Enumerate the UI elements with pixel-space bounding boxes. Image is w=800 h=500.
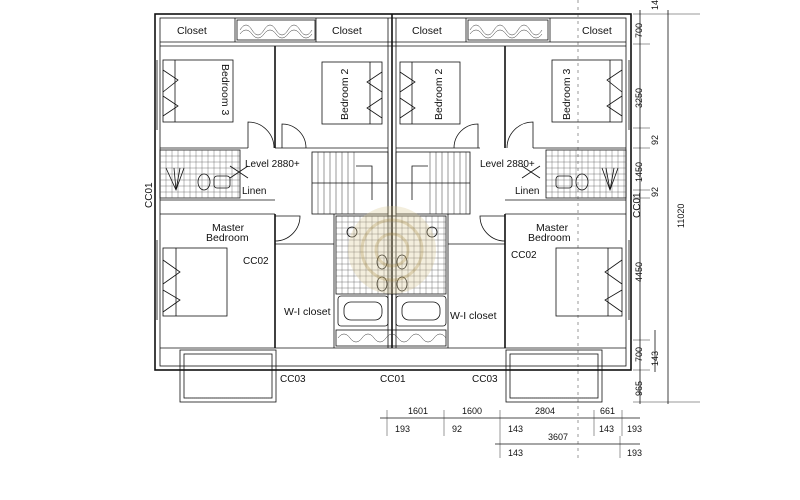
balcony [155,349,631,403]
cc03-marker-left: CC03 [280,374,306,385]
watermark-seal [348,206,436,294]
toilet-right [555,167,619,192]
dim-right-700-bottom: 700 [634,347,644,362]
door-swings [229,121,541,242]
dim-right-1450: 1450 [634,162,644,182]
wi-closet-label-left: W-I closet [284,306,331,318]
linen-label-left: Linen [242,186,266,197]
master-label-right-2: Bedroom [528,232,571,244]
master-label-left-2: Bedroom [206,232,249,244]
dim-right-92-a: 92 [650,135,660,145]
level-label-left: Level 2880+ [245,159,300,170]
stairs-left [311,151,389,215]
cc03-marker-right: CC03 [472,374,498,385]
dim-right-4450: 4450 [634,262,644,282]
wi-closet-label-right: W-I closet [450,310,497,322]
closet-label-2: Closet [332,25,362,37]
bed-bedroom2-left [321,61,383,125]
dim-bottom-sub-143-b: 143 [599,424,614,434]
toilet-left [165,167,231,192]
cc02-marker-left: CC02 [243,256,269,267]
dim-right-700-top: 700 [634,23,644,38]
bed-master-right [555,247,623,317]
bed-bedroom2-right [399,61,461,125]
bedroom2-label-left: Bedroom 2 [339,68,351,120]
dim-bottom-sub-193-b: 193 [627,424,642,434]
level-label-right: Level 2880+ [480,159,535,170]
dim-right-92-b: 92 [650,187,660,197]
dim-right-3250: 3250 [634,88,644,108]
dim-right-14: 14 [650,0,660,10]
planter-bottom-center [335,329,447,347]
toilets-center [346,226,438,292]
closet-label-3: Closet [412,25,442,37]
bedroom2-label-right: Bedroom 2 [433,68,445,120]
bathroom-left [159,149,241,199]
bathtub-right [395,295,447,327]
dim-bottom-sub-92: 92 [452,424,462,434]
linen-label-right: Linen [515,186,539,197]
master-label-left-1: Master [212,222,245,234]
cc01-marker-left: CC01 [144,182,155,208]
bed-bedroom3-left [162,59,234,123]
dim-right-11020: 11020 [676,204,686,228]
closet-label-4: Closet [582,25,612,37]
bedroom3-label-right: Bedroom 3 [561,68,573,120]
dim-bottom-row2-143: 143 [508,448,523,458]
planter-top-right [467,19,549,41]
room-labels: Closet Closet Closet Closet Bedroom 3 Be… [177,25,612,322]
stairs-right [395,151,471,215]
bathtub-left [337,295,389,327]
dim-bottom-2804: 2804 [535,406,555,416]
windows [156,60,630,320]
dimensions-right: 700 3250 92 1450 92 4450 700 965 143 110… [633,0,700,404]
planter-top-left [236,19,316,41]
bed-bedroom3-right [551,59,623,123]
cc01-marker-bottom: CC01 [380,374,406,385]
dim-bottom-3607: 3607 [548,432,568,442]
dim-right-965: 965 [634,381,644,396]
dim-right-143: 143 [650,351,660,366]
dimensions-bottom: 1601 1600 2804 661 193 92 143 143 193 36… [380,0,642,460]
structural-markers: CC01 CC01 CC01 CC02 CC02 CC03 CC03 [144,182,643,385]
master-label-right-1: Master [536,222,569,234]
dim-bottom-1600: 1600 [462,406,482,416]
dim-bottom-1601: 1601 [408,406,428,416]
bed-master-left [162,247,228,317]
dim-bottom-661: 661 [600,406,615,416]
bathroom-right [545,149,627,199]
bedroom3-label-left: Bedroom 3 [219,64,231,116]
cc02-marker-right: CC02 [511,250,537,261]
dim-bottom-sub-193-a: 193 [395,424,410,434]
dim-bottom-row2-193: 193 [627,448,642,458]
cc01-marker-right: CC01 [632,192,643,218]
dim-bottom-sub-143-a: 143 [508,424,523,434]
closet-label-1: Closet [177,25,207,37]
